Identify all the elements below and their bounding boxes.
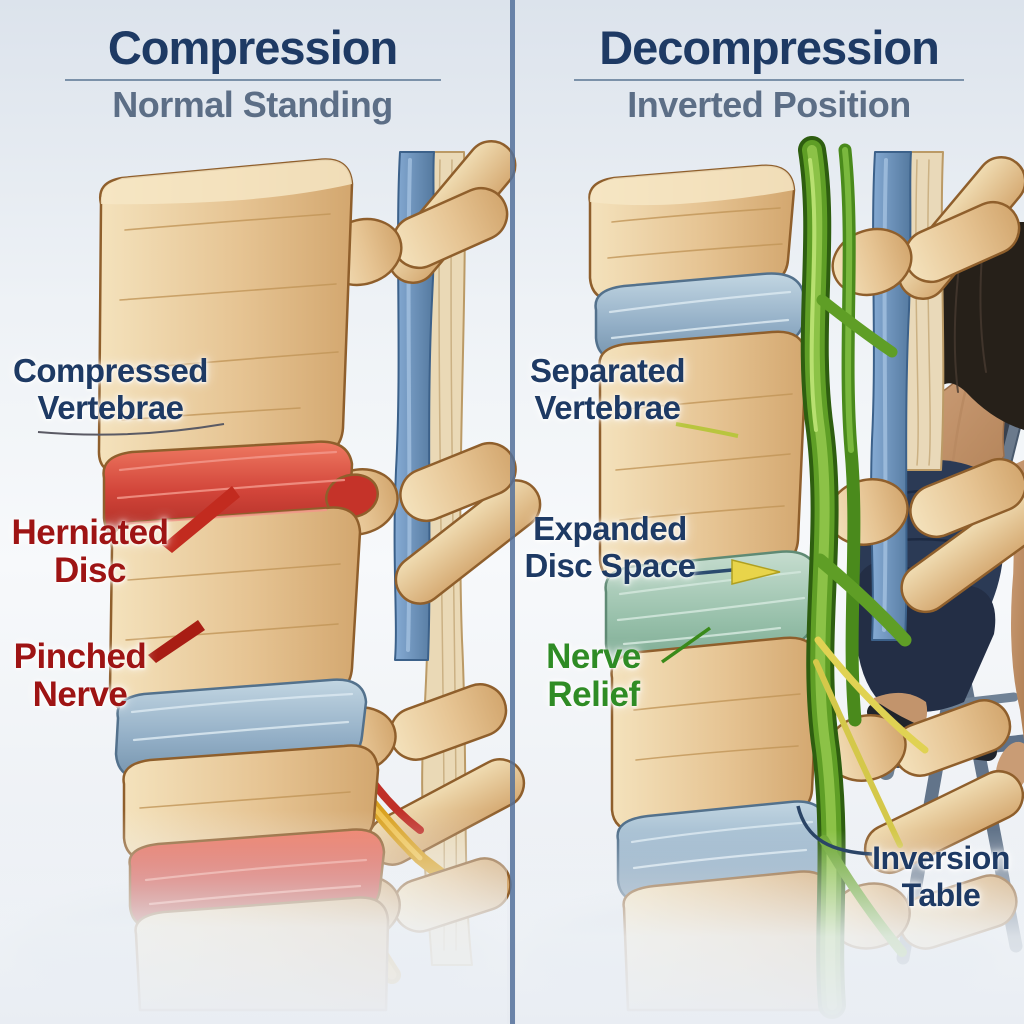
blue-ligament xyxy=(870,151,912,641)
leader-separated-vertebrae xyxy=(675,422,739,438)
right-title: Decompression xyxy=(599,21,940,74)
leader-lines xyxy=(37,422,873,856)
left-title: Compression xyxy=(107,21,398,74)
leader-expanded-disc xyxy=(689,568,733,576)
left-spine xyxy=(97,140,542,1012)
right-bottom-fade xyxy=(516,830,1024,1024)
panel-divider xyxy=(510,0,515,1024)
label-compressed-vertebrae: Compressed Vertebrae xyxy=(13,352,208,426)
left-bottom-fade xyxy=(0,810,507,1024)
label-herniated-disc: Herniated Disc xyxy=(11,513,169,590)
label-pinched-nerve: Pinched Nerve xyxy=(13,637,147,714)
leader-arrow-expanded-disc xyxy=(731,559,781,585)
leader-inversion-table xyxy=(796,805,873,856)
left-panel-header: Compression Normal Standing xyxy=(0,22,505,124)
left-subtitle: Normal Standing xyxy=(112,83,393,125)
right-panel-header: Decompression Inverted Position xyxy=(519,22,1019,124)
right-subtitle: Inverted Position xyxy=(627,83,911,125)
right-title-rule xyxy=(574,78,964,81)
leader-arrow-pinched-nerve xyxy=(148,620,205,663)
leader-nerve-relief xyxy=(660,626,712,664)
leader-compressed-vertebrae xyxy=(37,423,225,436)
label-nerve-relief: Nerve Relief xyxy=(546,637,641,714)
label-expanded-disc-space: Expanded Disc Space xyxy=(524,510,696,584)
left-title-rule xyxy=(64,78,441,81)
label-inversion-table: Inversion Table xyxy=(872,840,1010,913)
leader-arrow-herniated-disc xyxy=(162,486,240,553)
label-separated-vertebrae: Separated Vertebrae xyxy=(529,352,686,426)
